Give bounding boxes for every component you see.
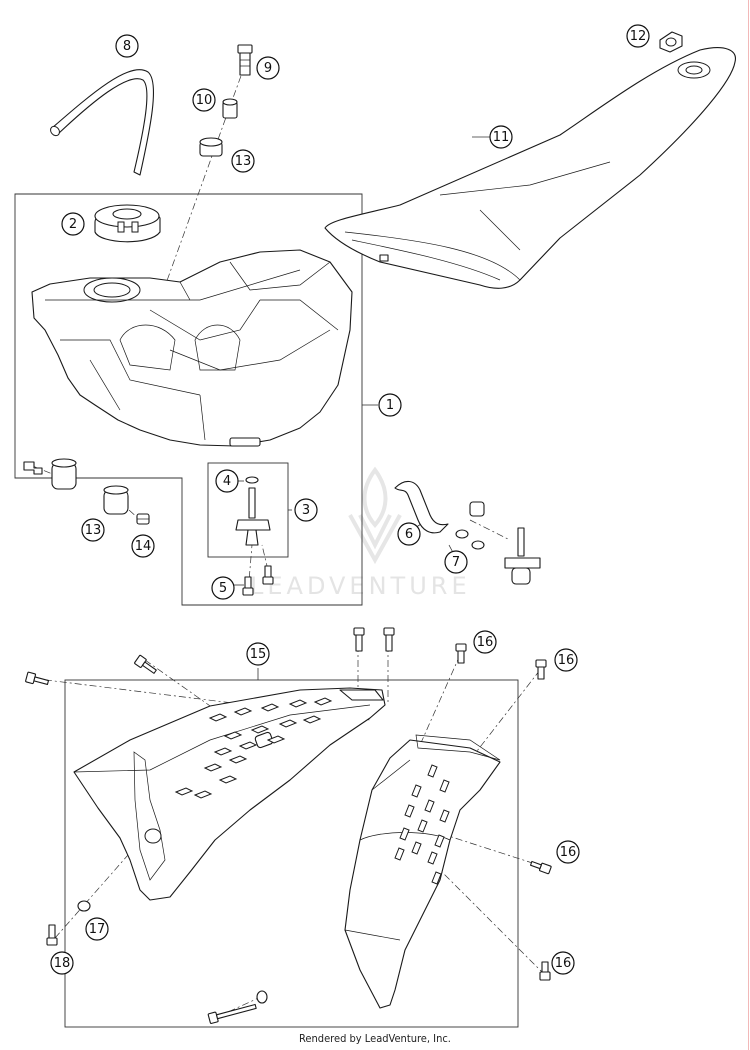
callout-label: 7 — [452, 555, 460, 570]
seat — [324, 47, 736, 289]
callout-label: 17 — [89, 922, 106, 937]
spacer-sleeve — [222, 98, 238, 119]
callout-label: 9 — [264, 61, 272, 76]
callout-16: 16 — [556, 840, 580, 864]
breather-hose — [50, 69, 154, 176]
callout-label: 10 — [196, 93, 213, 108]
fuel-tank-group-box — [14, 193, 363, 606]
callout-label: 13 — [235, 154, 252, 169]
page-edge-line — [748, 0, 749, 1050]
callout-16: 16 — [473, 630, 497, 654]
callout-label: 4 — [223, 474, 231, 489]
callout-1: 1 — [378, 393, 402, 417]
callout-label: 14 — [135, 539, 152, 554]
callout-16: 16 — [554, 648, 578, 672]
watermark: LEADVENTURE — [250, 466, 471, 600]
callout-label: 5 — [219, 581, 227, 596]
callout-4: 4 — [215, 469, 239, 493]
spoiler-group-box — [64, 679, 519, 1028]
callout-2: 2 — [61, 212, 85, 236]
callout-label: 18 — [54, 956, 71, 971]
callout-11: 11 — [489, 125, 513, 149]
spoiler-bolts — [25, 627, 552, 1024]
left-tank-spoiler — [73, 687, 386, 901]
left-spoiler-vents — [174, 697, 333, 799]
callout-label: 16 — [560, 845, 577, 860]
callout-label: 15 — [250, 647, 267, 662]
watermark-logo-icon — [348, 466, 402, 565]
callout-13: 13 — [81, 518, 105, 542]
callout-label: 1 — [386, 398, 394, 413]
callout-18: 18 — [50, 951, 74, 975]
seat-fastener — [659, 31, 683, 53]
callout-12: 12 — [626, 24, 650, 48]
callout-label: 2 — [69, 217, 77, 232]
callout-13: 13 — [231, 149, 255, 173]
callout-5: 5 — [211, 576, 235, 600]
callout-16: 16 — [551, 951, 575, 975]
fuel-tap — [235, 476, 271, 546]
callout-label: 16 — [558, 653, 575, 668]
tank-mount-hardware — [23, 458, 150, 525]
callout-3: 3 — [294, 498, 318, 522]
callout-7: 7 — [444, 550, 468, 574]
watermark-text: LEADVENTURE — [250, 572, 471, 600]
fuel-hose-assembly — [394, 480, 541, 585]
fuel-tank — [31, 249, 353, 447]
rubber-grommet-top — [199, 137, 223, 157]
fuel-cap — [94, 204, 161, 243]
callout-label: 3 — [302, 503, 310, 518]
callout-label: 8 — [123, 39, 131, 54]
footer-credit: Rendered by LeadVenture, Inc. — [299, 1032, 451, 1045]
callout-17: 17 — [85, 917, 109, 941]
callout-10: 10 — [192, 88, 216, 112]
right-spoiler-vents — [394, 764, 450, 885]
callout-label: 16 — [555, 956, 572, 971]
callout-label: 16 — [477, 635, 494, 650]
callout-label: 6 — [405, 527, 413, 542]
right-tank-spoiler — [344, 734, 501, 1009]
callout-9: 9 — [256, 56, 280, 80]
callout-15: 15 — [246, 642, 270, 666]
fuel-tap-screws — [242, 565, 274, 596]
callout-label: 11 — [493, 130, 510, 145]
callout-14: 14 — [131, 534, 155, 558]
callout-label: 12 — [630, 29, 647, 44]
tank-bolt — [237, 44, 253, 76]
callout-8: 8 — [115, 34, 139, 58]
callout-6: 6 — [397, 522, 421, 546]
callout-label: 13 — [85, 523, 102, 538]
